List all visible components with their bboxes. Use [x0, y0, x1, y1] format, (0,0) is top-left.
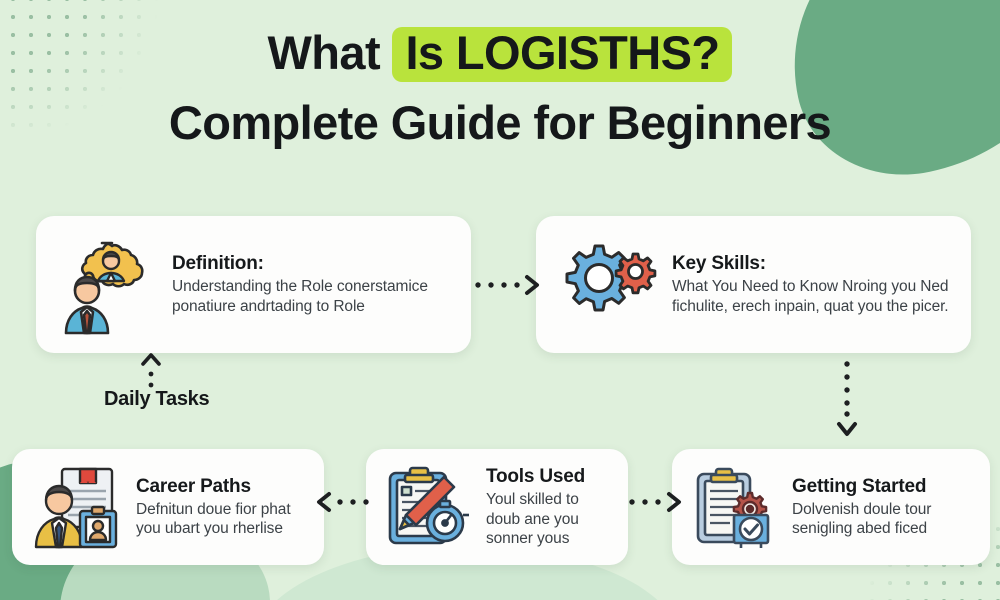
dotted-arrow-left-icon — [317, 492, 369, 512]
person-thought-bubble-icon — [54, 233, 158, 337]
card-key-skills-body: What You Need to Know Nroing you Ned fic… — [672, 278, 949, 315]
card-tools-used-text: Tools Used Youl skilled to doub ane you … — [486, 466, 610, 548]
card-tools-used-body: Youl skilled to doub ane you sonner yous — [486, 491, 579, 547]
page-title-highlight: Is LOGISTHS? — [392, 27, 733, 82]
card-getting-started-body: Dolvenish doule tour senigling abed fice… — [792, 500, 932, 538]
card-definition-body: Understanding the Role conerstamice pona… — [172, 278, 428, 315]
page-title-prefix: What — [267, 26, 393, 79]
card-definition-heading: Definition: — [172, 253, 264, 275]
card-key-skills[interactable]: Key Skills: What You Need to Know Nroing… — [536, 216, 971, 353]
card-definition[interactable]: Definition: Understanding the Role coner… — [36, 216, 471, 353]
dotted-arrow-right-icon — [629, 492, 681, 512]
page-title: What Is LOGISTHS? — [0, 26, 1000, 82]
card-career-paths-text: Career Paths Defnitun doue fior phat you… — [136, 476, 306, 539]
card-definition-text: Definition: Understanding the Role coner… — [172, 253, 453, 316]
connector-tools-used-to-career-paths — [312, 482, 374, 522]
person-resume-badge-icon — [30, 461, 122, 553]
card-getting-started-heading: Getting Started — [792, 475, 927, 497]
clipboard-gear-check-icon — [690, 463, 778, 551]
card-career-paths-body: Defnitun doue fior phat you ubart you rh… — [136, 500, 291, 538]
connector-career-paths-to-definition — [128, 352, 174, 398]
card-key-skills-heading: Key Skills: — [672, 253, 766, 275]
connector-tools-used-to-getting-started — [624, 482, 686, 522]
card-career-paths-heading: Career Paths — [136, 475, 251, 497]
connector-label-daily-tasks: Daily Tasks — [104, 388, 210, 410]
dotted-arrow-up-icon — [141, 353, 161, 388]
connector-key-skills-to-getting-started — [824, 358, 870, 442]
card-career-paths[interactable]: Career Paths Defnitun doue fior phat you… — [12, 449, 324, 565]
dotted-arrow-down-icon — [837, 361, 857, 436]
gears-icon — [554, 233, 658, 337]
page-subtitle: Complete Guide for Beginners — [168, 95, 832, 149]
card-tools-used-heading: Tools Used — [486, 466, 585, 488]
dotted-arrow-right-icon — [475, 275, 539, 295]
card-getting-started[interactable]: Getting Started Dolvenish doule tour sen… — [672, 449, 990, 565]
card-tools-used[interactable]: Tools Used Youl skilled to doub ane you … — [366, 449, 628, 565]
page-header: What Is LOGISTHS? Complete Guide for Beg… — [0, 0, 1000, 149]
card-getting-started-text: Getting Started Dolvenish doule tour sen… — [792, 476, 972, 539]
card-key-skills-text: Key Skills: What You Need to Know Nroing… — [672, 253, 953, 316]
clipboard-pencil-gauge-icon — [384, 463, 472, 551]
connector-definition-to-key-skills — [472, 266, 544, 304]
